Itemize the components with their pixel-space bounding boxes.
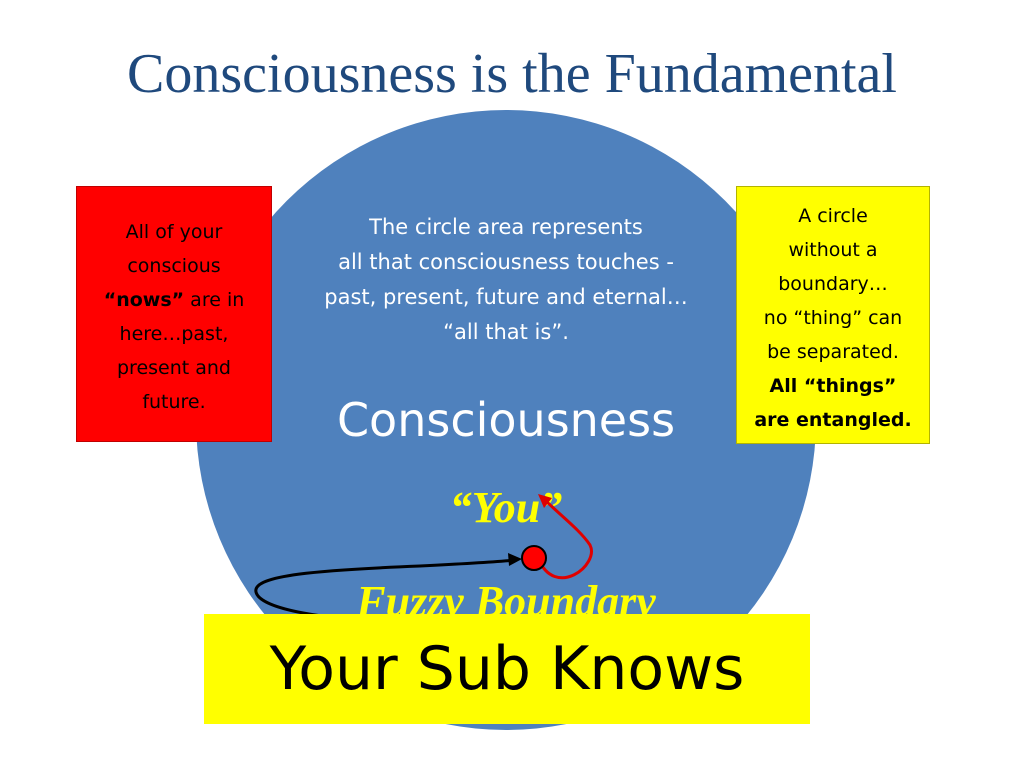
yellow-note-line-bold: are entangled.	[754, 409, 912, 431]
red-note-line: “nows” are in	[77, 283, 271, 317]
red-note-line: here…past,	[119, 323, 229, 345]
yellow-note-line: boundary…	[778, 273, 888, 295]
yellow-note-line-bold: All “things”	[769, 375, 897, 397]
red-note-line: present and	[116, 357, 231, 379]
red-note-line: future.	[142, 391, 206, 413]
circle-description-line: all that consciousness touches -	[338, 250, 674, 274]
yellow-note-line: without a	[788, 239, 878, 261]
circle-description: The circle area represents all that cons…	[286, 210, 726, 350]
red-note-box: All of your conscious “nows” are in here…	[76, 186, 272, 442]
circle-description-line: past, present, future and eternal…	[324, 285, 688, 309]
yellow-note-line: A circle	[798, 205, 868, 227]
sub-knows-box: Your Sub Knows	[204, 614, 810, 724]
yellow-note-line: no “thing” can	[763, 307, 903, 329]
red-note-line: conscious	[127, 255, 221, 277]
slide-title: Consciousness is the Fundamental	[127, 43, 897, 105]
circle-description-line: “all that is”.	[443, 320, 569, 344]
circle-description-line: The circle area represents	[369, 215, 643, 239]
yellow-note-box: A circle without a boundary… no “thing” …	[736, 186, 930, 444]
sub-knows-text: Your Sub Knows	[269, 634, 745, 704]
red-note-line: All of your	[125, 221, 223, 243]
red-note-line-rest: are in	[184, 289, 245, 311]
consciousness-label: Consciousness	[336, 393, 676, 447]
yellow-note-line: be separated.	[767, 341, 899, 363]
nows-emphasis: “nows”	[103, 289, 185, 311]
you-label: “You”	[449, 483, 563, 532]
